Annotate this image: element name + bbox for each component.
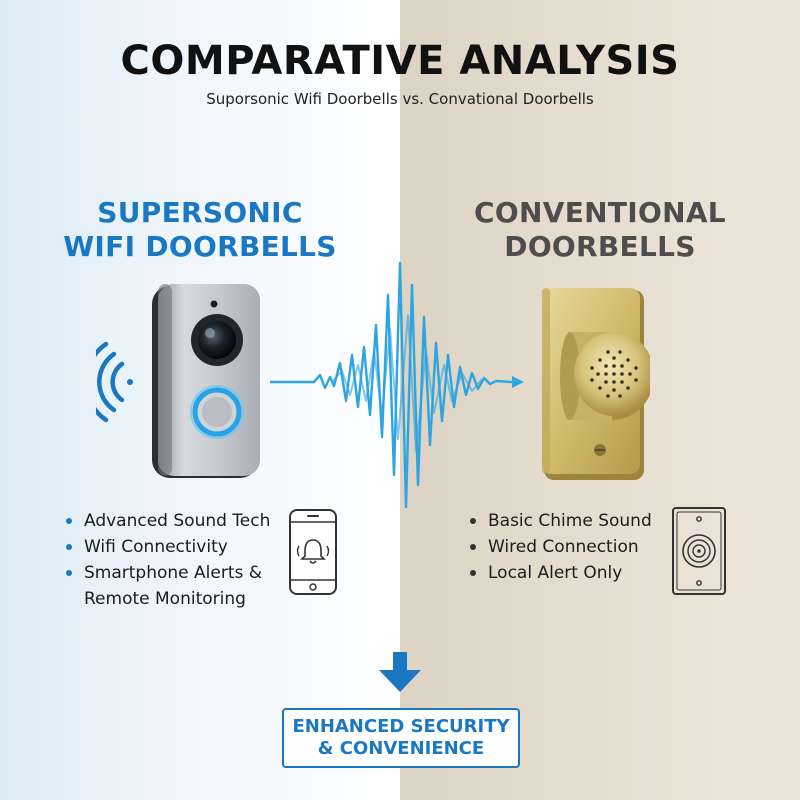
right-feature-list: Basic Chime Sound Wired Connection Local… (470, 508, 652, 586)
outcome-box: ENHANCED SECURITY & CONVENIENCE (282, 708, 520, 768)
wall-chime-group (671, 506, 727, 600)
feature-text: Wifi Connectivity (84, 537, 228, 557)
page-title: COMPARATIVE ANALYSIS (120, 38, 680, 84)
right-heading-line1: CONVENTIONAL (474, 196, 726, 229)
down-arrow-icon (379, 652, 421, 692)
bullet-icon (470, 544, 476, 550)
smartphone-group (288, 508, 338, 600)
bullet-icon (470, 570, 476, 576)
wall-chime-icon (672, 507, 726, 595)
bullet-icon (66, 518, 72, 524)
feature-text: Smartphone Alerts & (84, 563, 263, 583)
page-subtitle: Suporsonic Wifi Doorbells vs. Convationa… (206, 90, 594, 108)
right-heading: CONVENTIONAL DOORBELLS (460, 196, 740, 264)
smart-doorbell-group (83, 282, 266, 486)
feature-text: Advanced Sound Tech (84, 511, 271, 531)
sound-wave-group (262, 255, 532, 524)
list-item: Smartphone Alerts & Remote Monitoring (66, 560, 270, 612)
bullet-icon (66, 544, 72, 550)
list-item: Basic Chime Sound (470, 508, 652, 534)
brass-doorbell-group (540, 288, 654, 487)
bullet-icon (66, 570, 72, 576)
left-feature-list: Advanced Sound Tech Wifi Connectivity Sm… (66, 508, 270, 612)
sound-wave-icon (270, 261, 524, 509)
smart-doorbell-icon (83, 284, 260, 478)
list-item: Local Alert Only (470, 560, 652, 586)
feature-text: Local Alert Only (488, 563, 623, 583)
list-item: Wired Connection (470, 534, 652, 560)
left-heading-line1: SUPERSONIC (97, 196, 303, 229)
left-heading-line2: WIFI DOORBELLS (63, 230, 337, 263)
smartphone-bell-icon (289, 509, 337, 595)
list-item: Wifi Connectivity (66, 534, 270, 560)
outcome-line1: ENHANCED SECURITY (292, 716, 510, 737)
down-arrow-group (377, 652, 423, 696)
list-item: Advanced Sound Tech (66, 508, 270, 534)
wifi-signal-icon (83, 341, 133, 423)
left-heading: SUPERSONIC WIFI DOORBELLS (60, 196, 340, 264)
right-heading-line2: DOORBELLS (504, 230, 696, 263)
outcome-line2: & CONVENIENCE (317, 738, 485, 759)
brass-doorbell-icon (542, 288, 654, 480)
feature-text: Wired Connection (488, 537, 639, 557)
bullet-icon (470, 518, 476, 524)
feature-text: Basic Chime Sound (488, 511, 652, 531)
feature-text-continued: Remote Monitoring (84, 589, 246, 609)
